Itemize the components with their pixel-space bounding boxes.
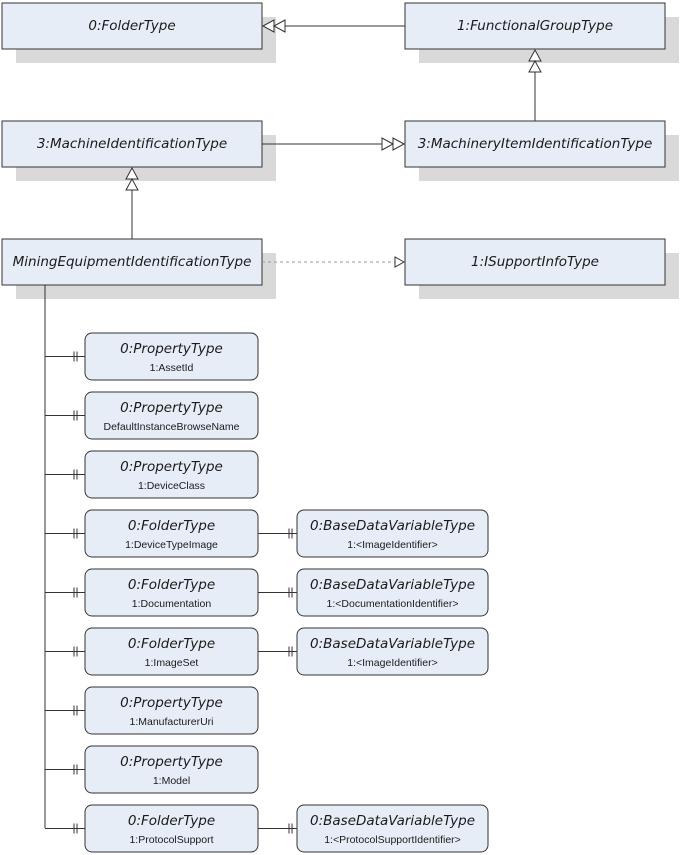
subtype-arrow-functional-to-folder	[261, 19, 405, 33]
functional-group-type-label: 1:FunctionalGroupType	[457, 18, 613, 34]
component-node[interactable]: 0:FolderType 1:ProtocolSupport	[84, 804, 259, 853]
component-node-browse-name: 1:ProtocolSupport	[129, 834, 213, 846]
components-layer: 0:PropertyType1:AssetId0:PropertyTypeDef…	[45, 332, 489, 853]
component-node-browse-name: 1:DeviceTypeImage	[125, 539, 218, 551]
isupport-info-type-box[interactable]: 1:ISupportInfoType	[404, 238, 679, 299]
component-node-browse-name: 1:ManufacturerUri	[129, 716, 213, 728]
folder-type-box[interactable]: 0:FolderType	[1, 2, 276, 63]
component-row: 0:PropertyType 1:Model	[45, 745, 259, 794]
component-node[interactable]: 0:PropertyType 1:AssetId	[84, 332, 259, 381]
component-node[interactable]: 0:FolderType 1:ImageSet	[84, 627, 259, 676]
child-variable-node-browse-name: 1:<ProtocolSupportIdentifier>	[324, 834, 461, 846]
functional-group-type-box[interactable]: 1:FunctionalGroupType	[404, 2, 679, 63]
component-row: 0:FolderType 1:ImageSet 0:BaseDataVariable…	[45, 627, 489, 676]
isupport-info-type-label: 1:ISupportInfoType	[471, 254, 599, 270]
component-node-type-label: 0:PropertyType	[120, 341, 223, 357]
component-node[interactable]: 0:PropertyType 1:DeviceClass	[84, 450, 259, 499]
component-node-type-label: 0:PropertyType	[120, 695, 223, 711]
machine-identification-type-box[interactable]: 3:MachineIdentificationType	[1, 120, 276, 181]
component-node[interactable]: 0:FolderType 1:Documentation	[84, 568, 259, 617]
subtype-arrow-machinery-to-functional	[528, 48, 542, 121]
component-node-browse-name: 1:AssetId	[150, 362, 194, 374]
component-row: 0:PropertyType 1:DeviceClass	[45, 450, 259, 499]
component-node[interactable]: 0:PropertyType 1:ManufacturerUri	[84, 686, 259, 735]
child-variable-node-browse-name: 1:<DocumentationIdentifier>	[327, 598, 459, 610]
machinery-item-identification-type-box[interactable]: 3:MachineryItemIdentificationType	[404, 120, 679, 181]
child-variable-node-type-label: 0:BaseDataVariableType	[310, 518, 475, 534]
component-node-browse-name: 1:ImageSet	[145, 657, 199, 669]
machine-identification-type-label: 3:MachineIdentificationType	[37, 136, 227, 152]
child-variable-node-type-label: 0:BaseDataVariableType	[310, 577, 475, 593]
component-node-type-label: 0:FolderType	[128, 636, 215, 652]
child-variable-node[interactable]: 0:BaseDataVariableType 1:<ProtocolSupport…	[296, 804, 489, 853]
machinery-item-identification-type-label: 3:MachineryItemIdentificationType	[418, 136, 653, 152]
child-variable-node[interactable]: 0:BaseDataVariableType 1:<ImageIdentifier…	[296, 627, 489, 676]
component-node-type-label: 0:PropertyType	[120, 400, 223, 416]
component-node-browse-name: 1:Documentation	[132, 598, 212, 610]
implements-arrow-machine-to-machinery	[262, 137, 406, 151]
component-node-type-label: 0:FolderType	[128, 577, 215, 593]
folder-type-label: 0:FolderType	[88, 18, 175, 34]
interface-arrow-mining-to-isupport	[262, 256, 406, 268]
child-variable-node-type-label: 0:BaseDataVariableType	[310, 813, 475, 829]
component-row: 0:PropertyType 1:ManufacturerUri	[45, 686, 259, 735]
component-node[interactable]: 0:PropertyType 1:Model	[84, 745, 259, 794]
component-node[interactable]: 0:FolderType 1:DeviceTypeImage	[84, 509, 259, 558]
component-node-browse-name: 1:DeviceClass	[138, 480, 205, 492]
child-variable-node-browse-name: 1:<ImageIdentifier>	[347, 657, 437, 669]
component-node-browse-name: DefaultInstanceBrowseName	[104, 421, 240, 433]
component-node-browse-name: 1:Model	[153, 775, 190, 787]
child-variable-node[interactable]: 0:BaseDataVariableType 1:<DocumentationId…	[296, 568, 489, 617]
mining-equipment-identification-type-label: MiningEquipmentIdentificationType	[13, 254, 252, 270]
component-node-type-label: 0:FolderType	[128, 813, 215, 829]
component-row: 0:FolderType 1:Documentation 0:BaseDataVar…	[45, 568, 489, 617]
mining-equipment-identification-type-box[interactable]: MiningEquipmentIdentificationType	[1, 238, 276, 299]
child-variable-node-browse-name: 1:<ImageIdentifier>	[347, 539, 437, 551]
component-row: 0:FolderType 1:ProtocolSupport 0:BaseDataV…	[45, 804, 489, 853]
component-node-type-label: 0:PropertyType	[120, 459, 223, 475]
component-row: 0:PropertyType 1:AssetId	[45, 332, 259, 381]
component-row: 0:FolderType 1:DeviceTypeImage 0:BaseDataV…	[45, 509, 489, 558]
child-variable-node[interactable]: 0:BaseDataVariableType 1:<ImageIdentifier…	[296, 509, 489, 558]
component-node-type-label: 0:FolderType	[128, 518, 215, 534]
subtype-arrow-mining-to-machine	[125, 166, 139, 239]
component-node-type-label: 0:PropertyType	[120, 754, 223, 770]
child-variable-node-type-label: 0:BaseDataVariableType	[310, 636, 475, 652]
